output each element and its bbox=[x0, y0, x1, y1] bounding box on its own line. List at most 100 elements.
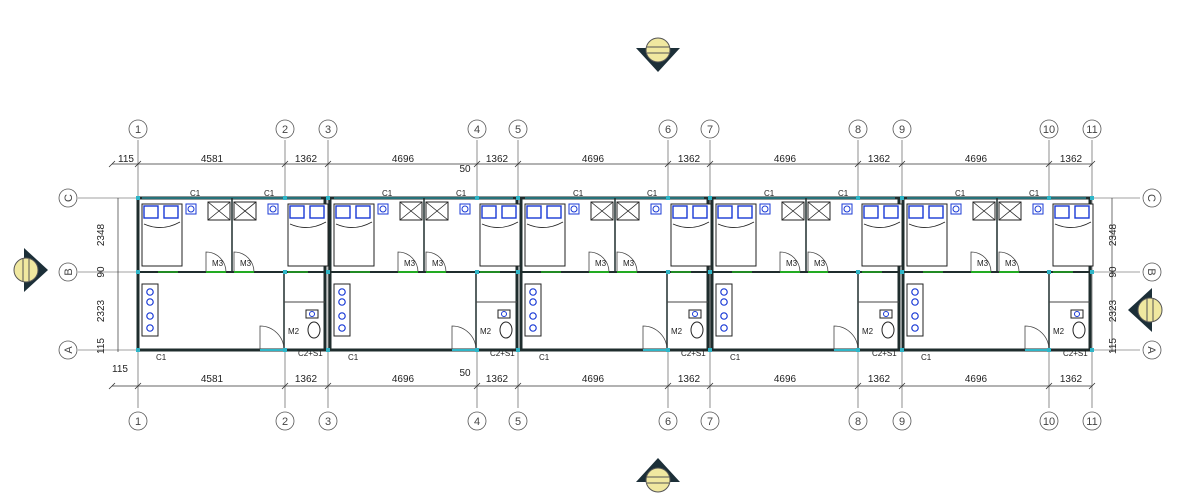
column-node bbox=[856, 196, 860, 200]
axis-bubble bbox=[848, 119, 868, 139]
axis-label: 6 bbox=[665, 416, 671, 428]
tick-top bbox=[664, 160, 672, 168]
dimension-top: 4696 bbox=[392, 154, 415, 165]
stove-burner bbox=[529, 324, 537, 332]
nightstand-right-lamp bbox=[461, 205, 469, 213]
column-node bbox=[900, 348, 904, 352]
dimension-top-gap: 50 bbox=[459, 164, 471, 175]
bed-left-pillow bbox=[355, 205, 371, 219]
bed-left-blanket bbox=[908, 221, 946, 228]
axis-right-C: C bbox=[1142, 188, 1162, 208]
nightstand-right-lamp bbox=[269, 205, 277, 213]
column-node bbox=[708, 348, 712, 352]
window-c1-label: C1 bbox=[764, 189, 775, 198]
stove-burner bbox=[529, 312, 537, 320]
nightstand-right-lamp bbox=[843, 205, 851, 213]
axis-bubble bbox=[700, 411, 720, 431]
door-m2 bbox=[259, 325, 285, 351]
door-m3-left bbox=[970, 251, 992, 273]
axis-bubble bbox=[892, 119, 912, 139]
dimension-bottom: 1362 bbox=[486, 374, 509, 385]
dimension-top: 4581 bbox=[201, 154, 224, 165]
axis-bubble bbox=[467, 119, 487, 139]
door-m3-right bbox=[616, 251, 638, 273]
axis-label: 7 bbox=[707, 416, 713, 428]
column-node bbox=[1047, 270, 1051, 274]
kitchen-counter bbox=[141, 283, 159, 337]
kitchen-counter bbox=[524, 283, 542, 337]
stove-burner bbox=[338, 312, 346, 320]
axis-bubble bbox=[128, 411, 148, 431]
dimension-right: 90 bbox=[1108, 266, 1119, 278]
dimension-right: 2348 bbox=[1108, 223, 1119, 246]
bed-left-pillow bbox=[143, 205, 159, 219]
axis-bubble bbox=[318, 411, 338, 431]
stove-burner bbox=[146, 312, 154, 320]
axis-left-A: A bbox=[58, 340, 78, 360]
axis-bubble bbox=[508, 411, 528, 431]
nightstand-left bbox=[950, 203, 962, 215]
bed-left-pillow bbox=[737, 205, 753, 219]
axis-top-8: 8 bbox=[848, 119, 868, 139]
bed-right-blanket bbox=[672, 221, 710, 228]
door-m3-left-label: M3 bbox=[786, 259, 798, 268]
column-node bbox=[708, 270, 712, 274]
toilet bbox=[307, 321, 321, 339]
sink bbox=[688, 309, 702, 319]
axis-label: A bbox=[63, 346, 75, 354]
stove-burner bbox=[146, 324, 154, 332]
window-c1-label: C1 bbox=[382, 189, 393, 198]
axis-top-5: 5 bbox=[508, 119, 528, 139]
bed-left-blanket bbox=[526, 221, 564, 228]
wardrobe-right-x bbox=[616, 201, 640, 221]
window-c1-label: C1 bbox=[264, 189, 275, 198]
axis-label: 3 bbox=[325, 416, 331, 428]
tick-top bbox=[898, 160, 906, 168]
wardrobe-left-x bbox=[972, 201, 996, 221]
nightstand-left bbox=[185, 203, 197, 215]
axis-left-C: C bbox=[58, 188, 78, 208]
toilet bbox=[499, 321, 513, 339]
axis-bubble bbox=[658, 411, 678, 431]
axis-bubble bbox=[700, 119, 720, 139]
wardrobe-left-x bbox=[590, 201, 614, 221]
kitchen-counter bbox=[715, 283, 733, 337]
stove-burner bbox=[720, 288, 728, 296]
axis-top-2: 2 bbox=[275, 119, 295, 139]
axis-bubble bbox=[318, 119, 338, 139]
axis-bubble bbox=[1142, 340, 1162, 360]
axis-label: B bbox=[63, 268, 75, 275]
dimension-left: 115 bbox=[96, 338, 107, 354]
dimension-bottom: 1362 bbox=[1060, 374, 1083, 385]
axis-label: 10 bbox=[1043, 416, 1055, 428]
tick-top bbox=[281, 160, 289, 168]
combo-c2s1-label: C2+S1 bbox=[872, 349, 897, 358]
column-node bbox=[136, 196, 140, 200]
bed-right-blanket bbox=[1054, 221, 1092, 228]
bed-right-blanket bbox=[863, 221, 901, 228]
dimension-bottom: 4581 bbox=[201, 374, 224, 385]
tick-bottom bbox=[1088, 382, 1096, 390]
dimension-bottom: 4696 bbox=[582, 374, 605, 385]
window-c1-label: C1 bbox=[647, 189, 658, 198]
wardrobe-right-x bbox=[233, 201, 257, 221]
tick-top bbox=[514, 160, 522, 168]
orientation-marker-top bbox=[636, 37, 680, 72]
column-node bbox=[666, 196, 670, 200]
axis-left-B: B bbox=[58, 262, 78, 282]
axis-bubble bbox=[275, 119, 295, 139]
axis-bubble bbox=[1142, 262, 1162, 282]
tick-bottom bbox=[108, 382, 116, 390]
nightstand-left bbox=[377, 203, 389, 215]
dimension-top: 4696 bbox=[965, 154, 988, 165]
axis-label: 1 bbox=[135, 124, 141, 136]
axis-bottom-5: 5 bbox=[508, 411, 528, 431]
dimension-top: 4696 bbox=[582, 154, 605, 165]
sink-drain bbox=[883, 311, 889, 317]
axis-bubble bbox=[1039, 411, 1059, 431]
column-node bbox=[516, 348, 520, 352]
door-m3-right-label: M3 bbox=[240, 259, 252, 268]
